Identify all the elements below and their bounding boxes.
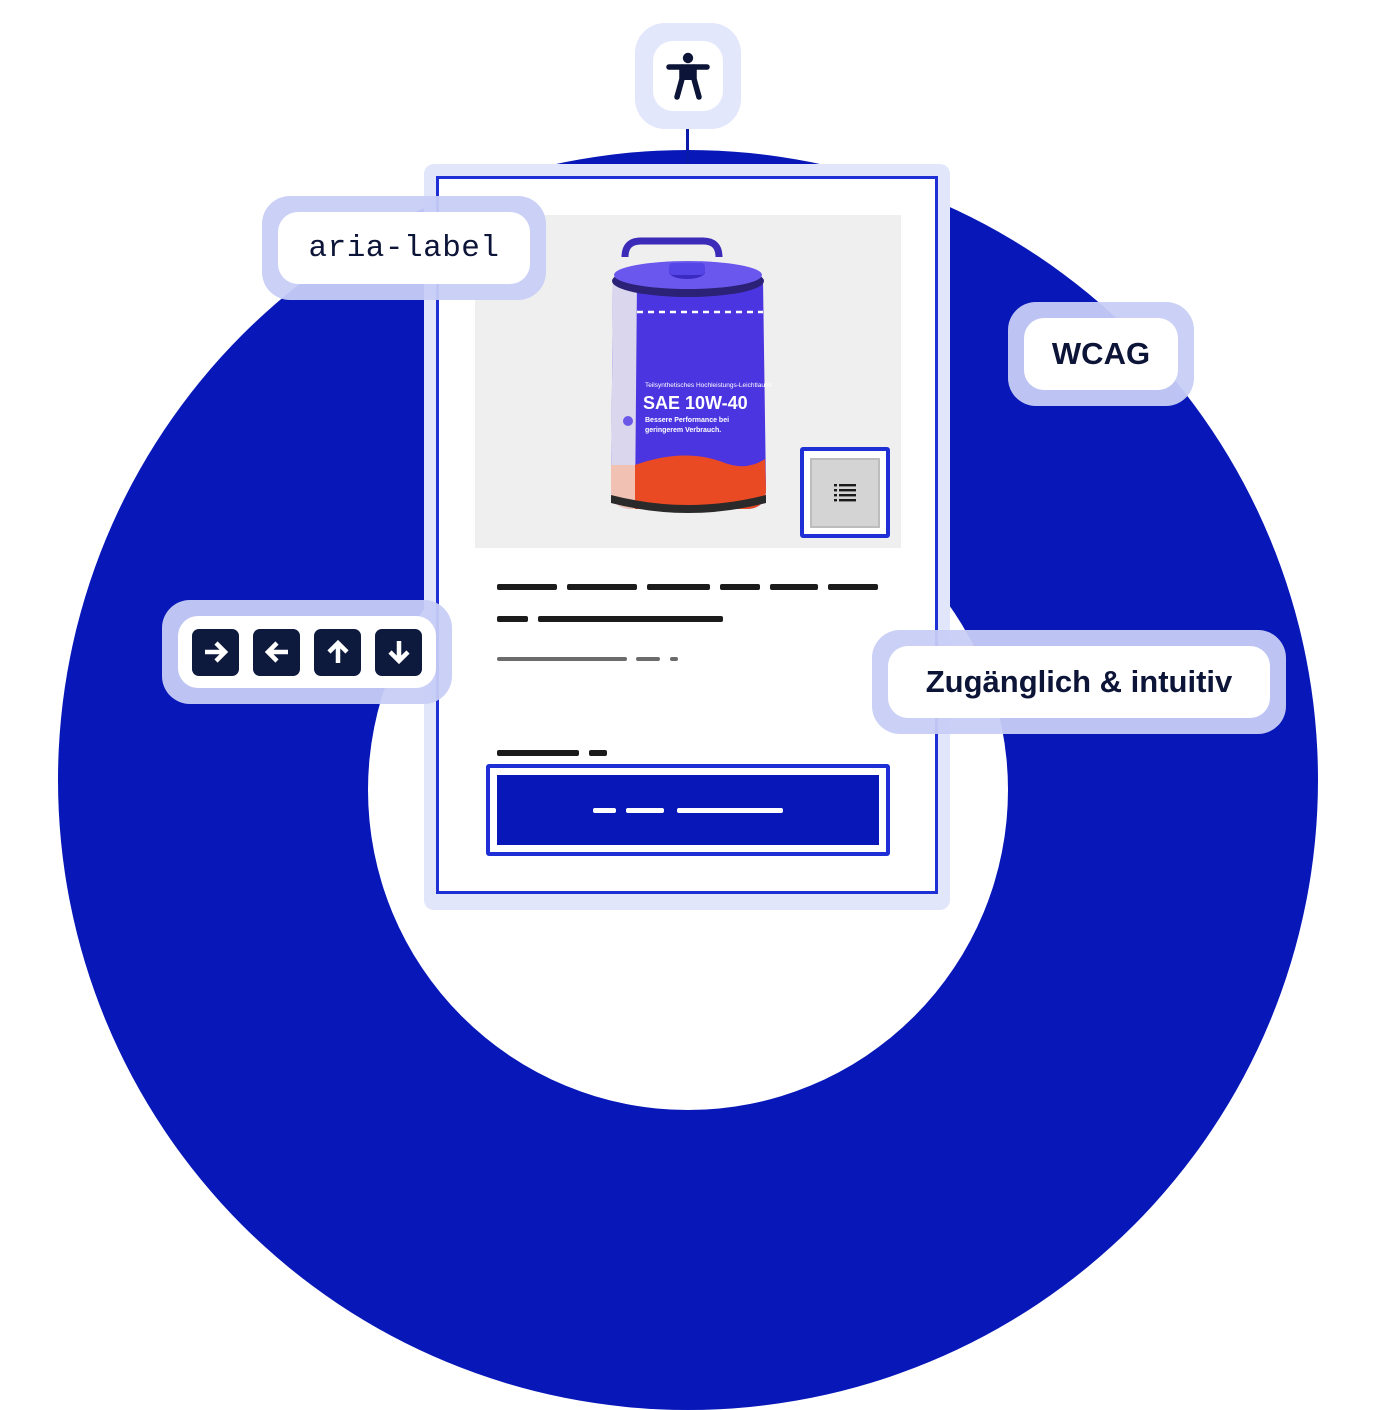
keyboard-badge (178, 616, 436, 688)
can-desc-2: geringerem Verbrauch. (645, 427, 721, 434)
can-desc-1: Bessere Performance bei (645, 417, 729, 424)
arrow-down-icon (387, 641, 410, 665)
connector-line (686, 126, 689, 166)
list-button[interactable] (810, 458, 880, 528)
arrow-up-key (314, 628, 361, 676)
arrow-right-key (192, 628, 239, 676)
aria-label-badge: aria-label (278, 212, 530, 284)
wcag-badge: WCAG (1024, 318, 1178, 390)
can-title: SAE 10W-40 (643, 393, 748, 413)
zugaenglich-text: Zugänglich & intuitiv (925, 664, 1233, 699)
wcag-text: WCAG (1051, 336, 1151, 371)
accessibility-badge-inner (653, 41, 723, 111)
aria-label-text: aria-label (308, 230, 500, 266)
zugaenglich-badge: Zugänglich & intuitiv (888, 646, 1270, 718)
product-can-image: Teilsynthetisches Hochleistungs-Leichtla… (611, 237, 772, 513)
accessibility-person-icon (666, 52, 710, 100)
arrow-down-key (375, 628, 422, 676)
arrow-up-icon (326, 639, 349, 663)
list-icon (834, 484, 856, 502)
arrow-left-key (253, 628, 300, 676)
product-image-area: Teilsynthetisches Hochleistungs-Leichtla… (475, 215, 901, 548)
can-subtitle: Teilsynthetisches Hochleistungs-Leichtla… (645, 382, 772, 389)
arrow-right-icon (204, 641, 228, 663)
arrow-left-icon (264, 641, 288, 663)
add-to-cart-button[interactable] (497, 775, 879, 845)
